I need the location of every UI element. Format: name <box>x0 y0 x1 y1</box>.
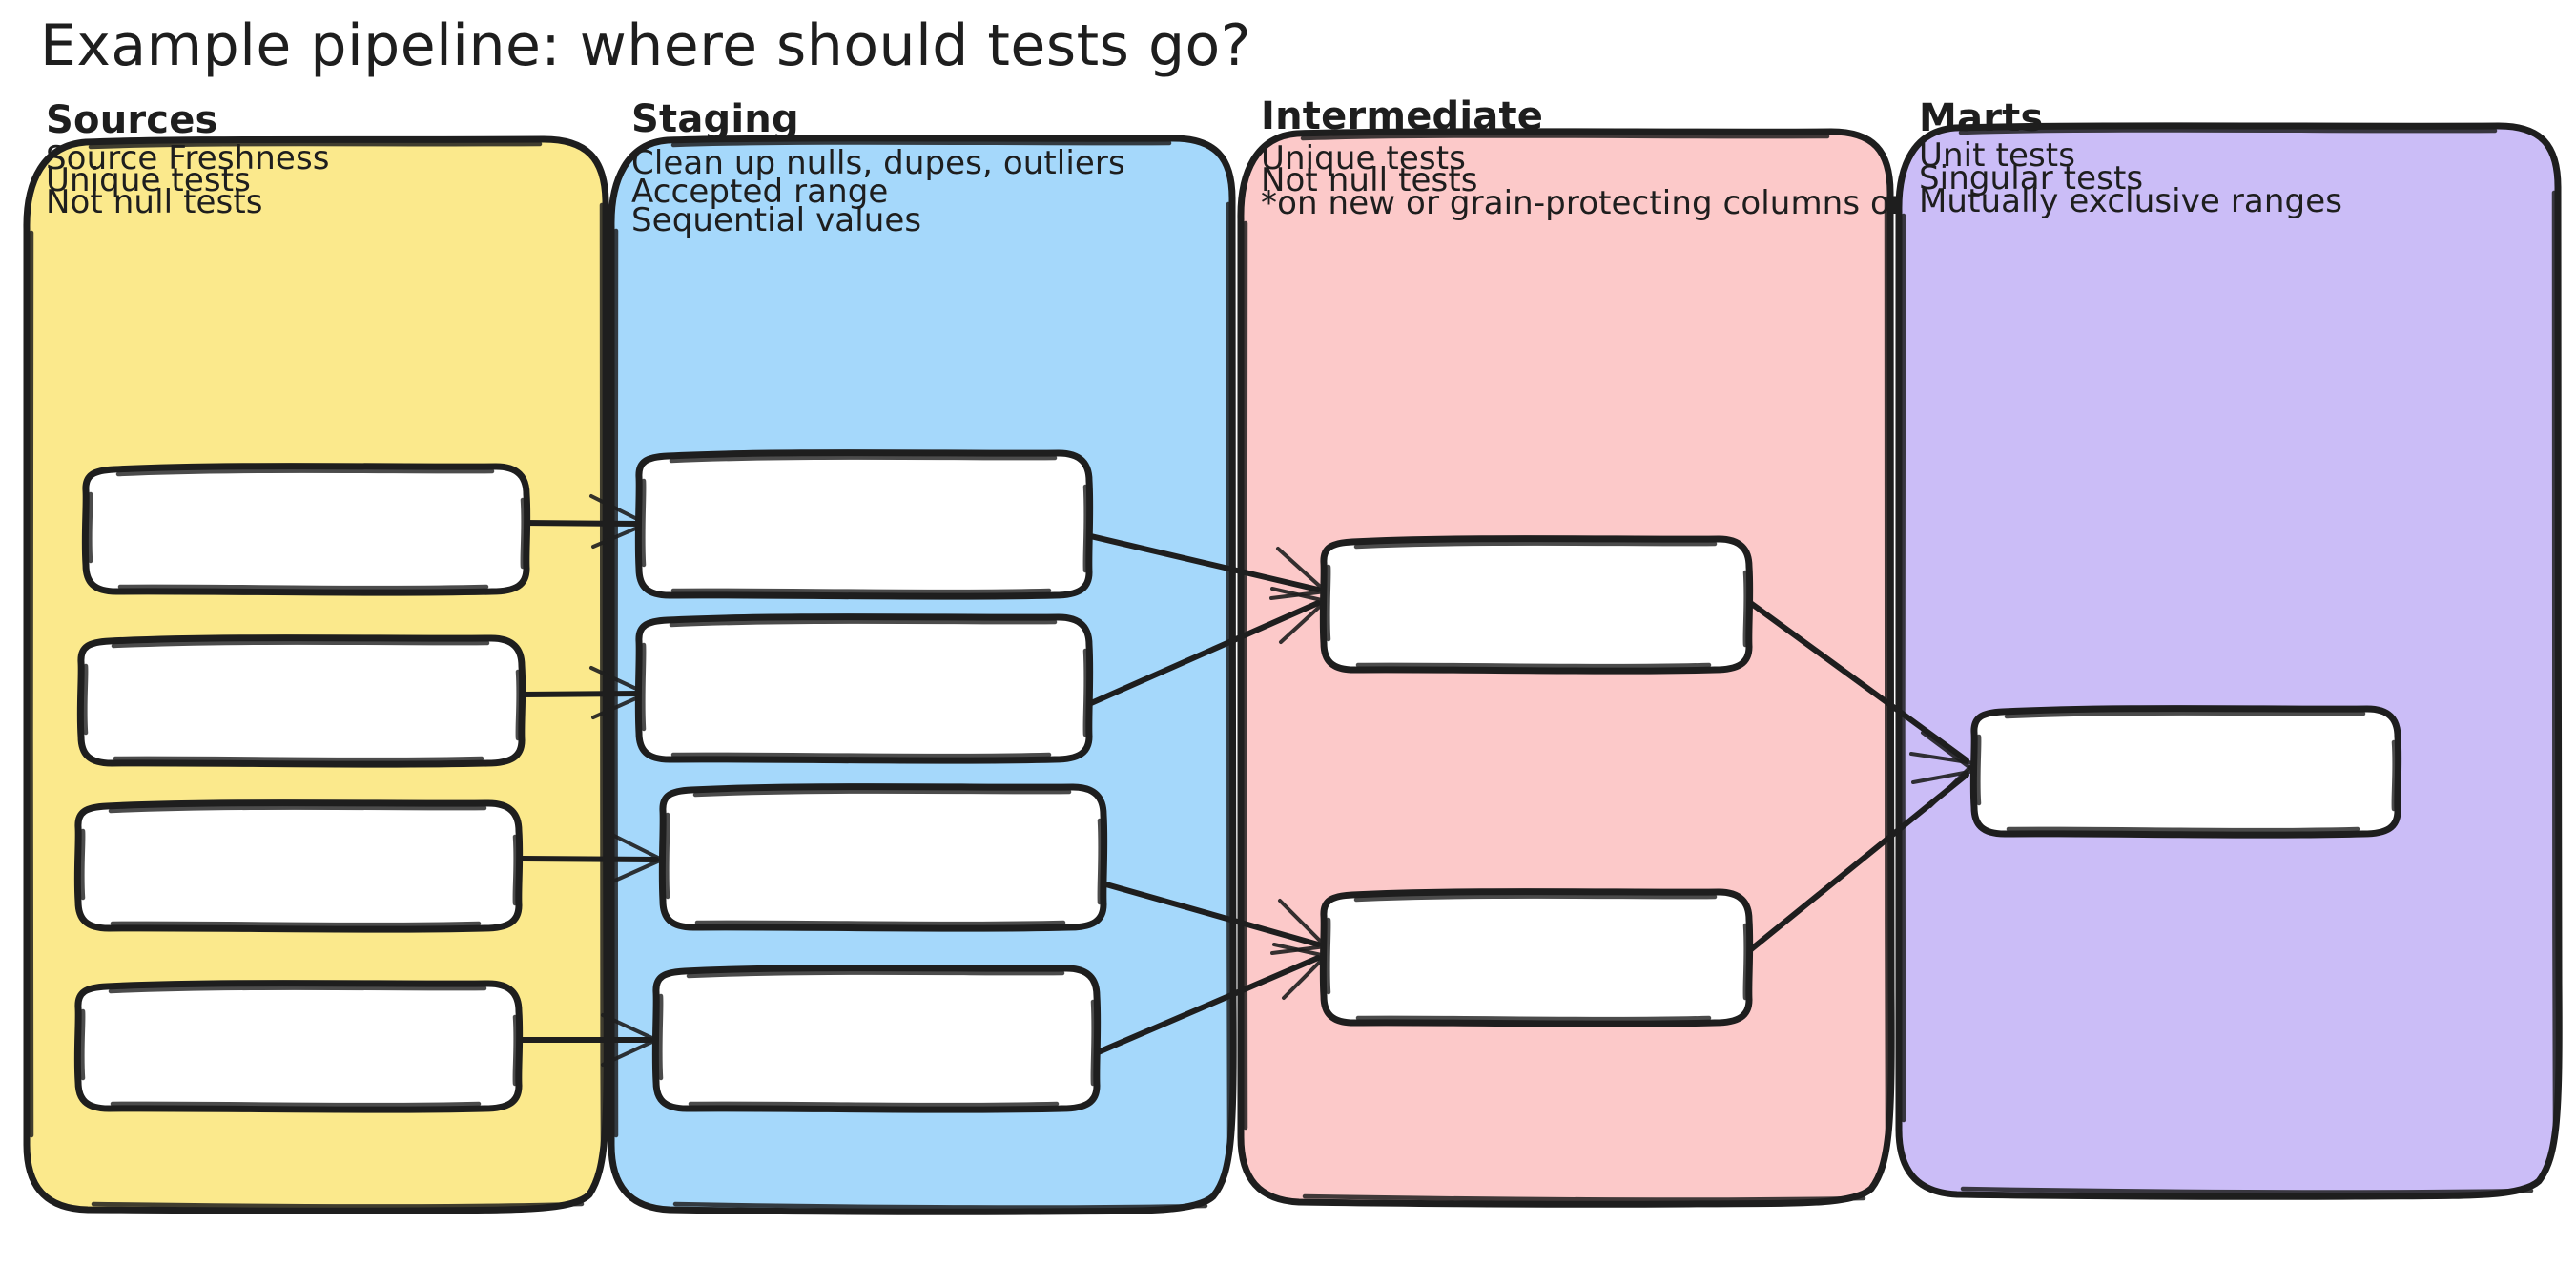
node-int-2[interactable] <box>1319 888 1754 1027</box>
node-src-1[interactable] <box>81 463 531 596</box>
node-mart-1[interactable] <box>1969 705 2402 839</box>
staging-line-1: Clean up nulls, dupes, outliers <box>631 144 1125 182</box>
node-stg-3[interactable] <box>658 783 1108 932</box>
intermediate-line-3: *on new or grain-protecting columns only <box>1261 184 1939 222</box>
intermediate-panel-title: Intermediate <box>1261 94 1543 138</box>
sources-line-1: Source Freshness <box>46 139 330 177</box>
node-src-3[interactable] <box>73 799 524 933</box>
intermediate-line-1: Unique tests <box>1261 139 1466 177</box>
node-stg-2[interactable] <box>634 613 1094 764</box>
sources-panel-sketch <box>29 141 606 1209</box>
sources-panel-title: Sources <box>46 98 218 142</box>
sources-line-3: Not null tests <box>46 183 263 221</box>
marts-panel-shape <box>1894 122 2563 1200</box>
edge-layer <box>520 494 1976 1067</box>
node-src-4[interactable] <box>73 980 524 1113</box>
intermediate-panel-sketch <box>1243 134 1890 1202</box>
staging-line-2: Accepted range <box>631 173 888 211</box>
marts-line-1: Unit tests <box>1919 136 2075 175</box>
intermediate-line-2: Not null tests <box>1261 161 1478 199</box>
marts-line-3: Mutually exclusive ranges <box>1919 182 2342 220</box>
node-stg-4[interactable] <box>651 965 1102 1113</box>
page-title: Example pipeline: where should tests go? <box>40 12 1251 79</box>
node-int-1[interactable] <box>1319 535 1754 675</box>
marts-panel-title: Marts <box>1919 96 2043 140</box>
node-src-2[interactable] <box>76 634 526 768</box>
column-panel-marts[interactable]: Marts Unit tests Singular tests Mutually… <box>1894 96 2563 1200</box>
node-stg-1[interactable] <box>634 449 1094 600</box>
sources-line-2: Unique tests <box>46 161 251 199</box>
staging-panel-title: Staging <box>631 97 799 141</box>
marts-panel-sketch <box>1901 128 2558 1194</box>
staging-line-3: Sequential values <box>631 201 921 239</box>
marts-line-2: Singular tests <box>1919 159 2143 197</box>
